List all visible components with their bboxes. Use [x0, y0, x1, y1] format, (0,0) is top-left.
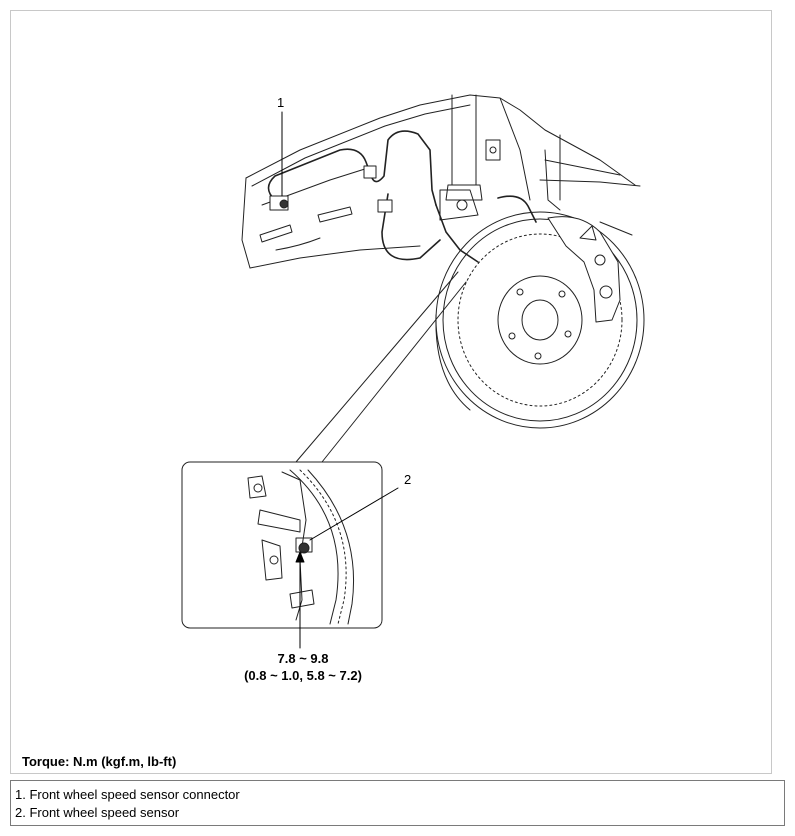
torque-value-alt-units: (0.8 ~ 1.0, 5.8 ~ 7.2)	[244, 668, 362, 683]
wheel-house-panel	[241, 94, 641, 269]
detail-leader-lines	[295, 271, 467, 463]
torque-arrowhead	[295, 551, 305, 563]
strut-assembly	[439, 94, 501, 221]
legend-item: 2. Front wheel speed sensor	[15, 805, 180, 820]
callout-1: 1	[277, 95, 285, 110]
legend-box: 1. Front wheel speed sensor connector 2.…	[10, 780, 785, 826]
torque-value: 7.8 ~ 9.8 (0.8 ~ 1.0, 5.8 ~ 7.2)	[228, 650, 378, 684]
callout-2-leader	[309, 487, 399, 541]
sensor-connector	[269, 195, 289, 211]
brake-caliper	[547, 216, 621, 323]
callout-2: 2	[404, 472, 412, 487]
harness-clips	[363, 165, 393, 213]
detail-view-parts	[247, 469, 355, 625]
legend-item: 1. Front wheel speed sensor connector	[15, 787, 240, 802]
brake-disc	[435, 211, 645, 429]
torque-caption: Torque: N.m (kgf.m, lb-ft)	[22, 754, 177, 769]
torque-value-nm: 7.8 ~ 9.8	[277, 651, 329, 666]
detail-view-box	[181, 461, 383, 629]
callout-leaders	[281, 111, 399, 649]
